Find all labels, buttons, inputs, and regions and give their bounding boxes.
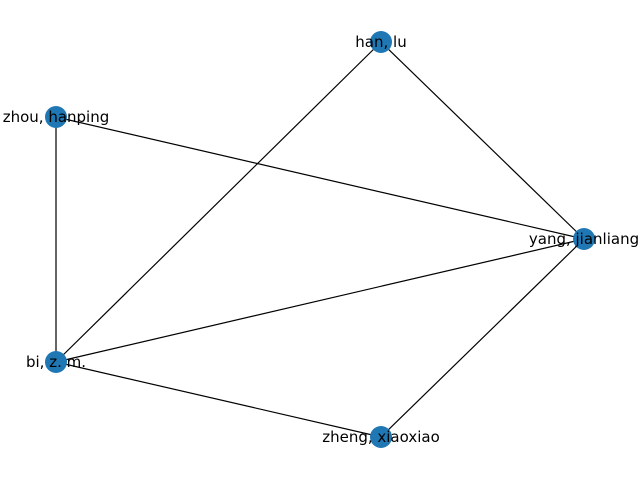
edge-bi-zheng — [55, 361, 382, 438]
node-bi — [45, 351, 67, 373]
edge-han-yang — [380, 41, 585, 240]
node-zhou — [45, 106, 67, 128]
edge-han-bi — [55, 41, 382, 363]
node-zheng — [370, 426, 392, 448]
node-label-han: han, lu — [355, 33, 406, 51]
edge-yang-bi — [55, 238, 585, 363]
edge-layer — [55, 41, 585, 438]
node-label-zhou: zhou, hanping — [3, 108, 110, 126]
node-label-zheng: zheng, xiaoxiao — [322, 428, 440, 446]
node-yang — [573, 228, 595, 250]
edge-yang-zheng — [380, 238, 585, 438]
node-label-yang: yang, jianliang — [529, 230, 639, 248]
node-layer — [45, 31, 595, 448]
node-han — [370, 31, 392, 53]
label-layer: han, lu zhou, hanping yang, jianliang bi, z… — [3, 33, 639, 446]
node-label-bi: bi, z. m. — [26, 353, 86, 371]
edge-zhou-yang — [55, 116, 585, 240]
